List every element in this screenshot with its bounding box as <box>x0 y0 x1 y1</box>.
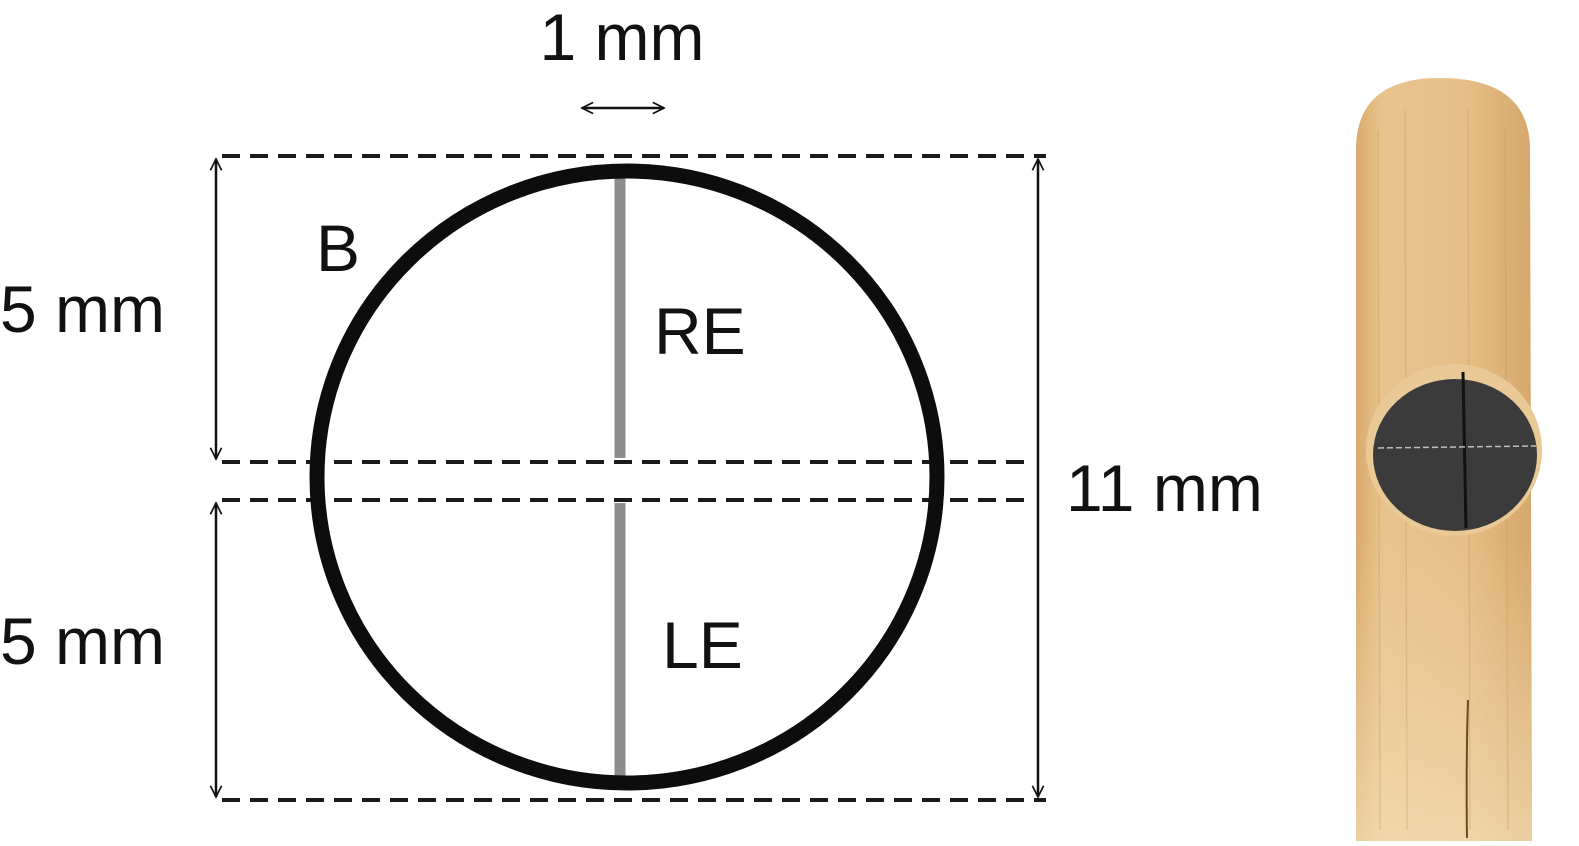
lower-height-label: 5 mm <box>0 604 165 678</box>
gap-width-label: 1 mm <box>540 0 705 74</box>
dimension-arrows <box>216 108 1038 797</box>
disc-vertical-line <box>1461 371 1468 529</box>
disc-horizontal-line <box>1377 445 1537 449</box>
region-le-label: LE <box>662 608 743 682</box>
occluder-circle <box>309 163 945 791</box>
stick-crack <box>1465 699 1469 839</box>
region-re-label: RE <box>654 294 746 368</box>
dashed-guides <box>222 154 1046 802</box>
occluder-disc <box>1373 379 1537 531</box>
region-b-label: B <box>316 211 360 285</box>
upper-height-label: 5 mm <box>0 272 165 346</box>
total-height-label: 11 mm <box>1066 451 1263 525</box>
stick-photo <box>1356 78 1542 841</box>
